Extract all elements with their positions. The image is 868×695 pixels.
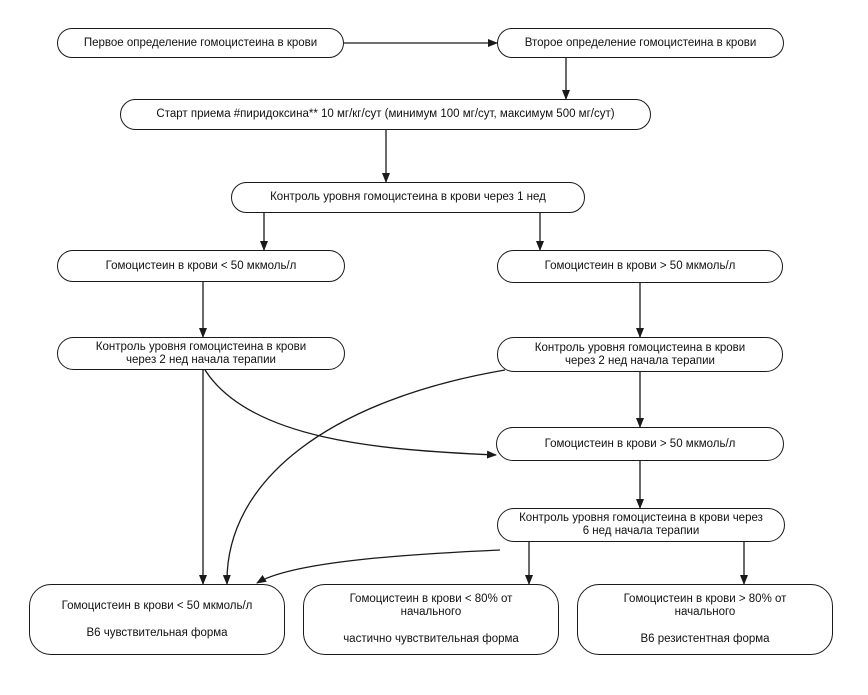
result-sensitive-node: Гомоцистеин в крови < 50 мкмоль/л В6 чув… — [29, 584, 285, 655]
control-2w-right-line1: Контроль уровня гомоцистеина в крови — [534, 341, 746, 354]
control-6w-line2: 6 нед начала терапии — [582, 525, 700, 537]
result-partial-line1: Гомоцистеин в крови < 80% от — [349, 593, 513, 605]
second-test-node: Второе определение гомоцистеина в крови — [497, 28, 784, 58]
arrow-control-6w-to-sensitive — [256, 549, 501, 584]
hcy-gt50-second-label: Гомоцистеин в крови > 50 мкмоль/л — [544, 437, 736, 450]
result-sensitive-line2: В6 чувствительная форма — [86, 626, 228, 639]
control-6w-line1: Контроль уровня гомоцистеина в крови чер… — [519, 512, 763, 524]
hcy-gt50-second-node: Гомоцистеин в крови > 50 мкмоль/л — [496, 427, 784, 461]
first-test-node: Первое определение гомоцистеина в крови — [57, 28, 344, 58]
result-partial-line3: частично чувствительная форма — [343, 633, 519, 645]
hcy-lt50-label: Гомоцистеин в крови < 50 мкмоль/л — [105, 259, 297, 272]
result-resistant-line1: Гомоцистеин в крови > 80% от — [623, 593, 787, 605]
start-pyridoxine-label: Старт приема #пиридоксина** 10 мг/кг/сут… — [156, 108, 615, 120]
result-partial-node: Гомоцистеин в крови < 80% от начального … — [303, 584, 559, 655]
result-resistant-node: Гомоцистеин в крови > 80% от начального … — [577, 584, 833, 655]
control-2w-right-node: Контроль уровня гомоцистеина в крови чер… — [497, 337, 783, 372]
control-2w-left-line1: Контроль уровня гомоцистеина в крови — [95, 340, 307, 353]
control-2w-left-line2: через 2 нед начала терапии — [126, 353, 276, 366]
first-test-label: Первое определение гомоцистеина в крови — [83, 36, 318, 49]
control-1w-label: Контроль уровня гомоцистеина в крови чер… — [270, 191, 546, 203]
arrow-control-2w-right-to-sensitive — [222, 369, 506, 585]
control-1w-node: Контроль уровня гомоцистеина в крови чер… — [231, 182, 585, 213]
control-6w-node: Контроль уровня гомоцистеина в крови чер… — [497, 508, 785, 542]
result-resistant-line2: начального — [674, 606, 736, 618]
hcy-lt50-node: Гомоцистеин в крови < 50 мкмоль/л — [57, 250, 345, 282]
second-test-label: Второе определение гомоцистеина в крови — [524, 36, 757, 49]
control-2w-right-line2: через 2 нед начала терапии — [565, 354, 715, 367]
hcy-gt50-label: Гомоцистеин в крови > 50 мкмоль/л — [544, 260, 736, 272]
result-sensitive-line1: Гомоцистеин в крови < 50 мкмоль/л — [61, 599, 253, 612]
start-pyridoxine-node: Старт приема #пиридоксина** 10 мг/кг/сут… — [120, 99, 651, 130]
hcy-gt50-node: Гомоцистеин в крови > 50 мкмоль/л — [497, 250, 783, 283]
result-partial-line2: начального — [400, 606, 462, 618]
control-2w-left-node: Контроль уровня гомоцистеина в крови чер… — [57, 337, 345, 370]
arrow-control-2w-left-to-gt50b — [204, 369, 497, 459]
result-resistant-line3: В6 резистентная форма — [640, 633, 770, 645]
